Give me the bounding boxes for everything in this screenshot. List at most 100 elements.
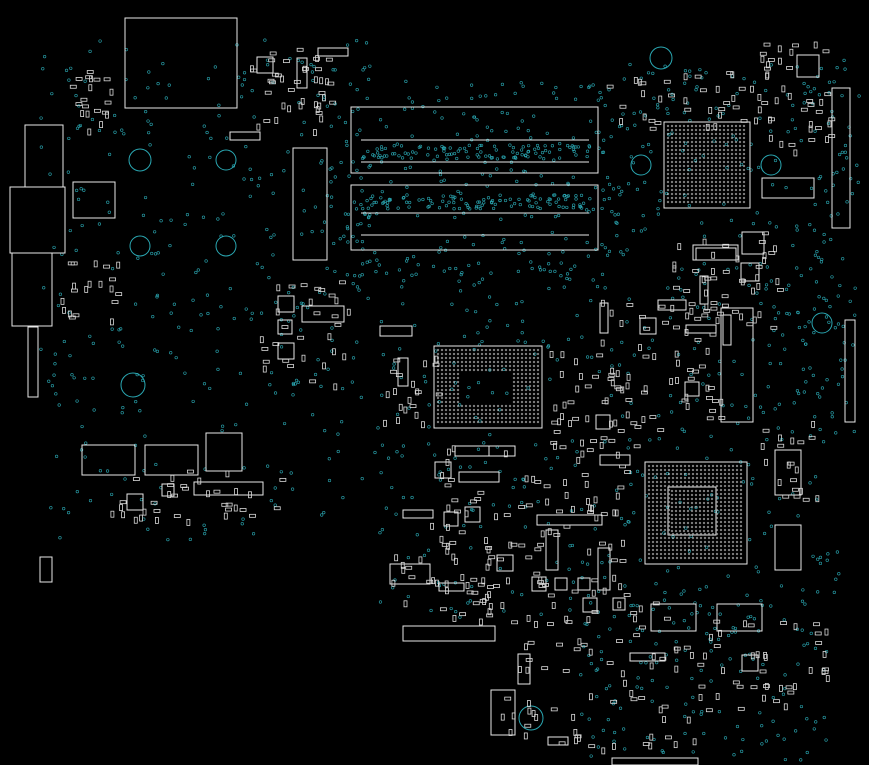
via (732, 359, 736, 363)
bga-ball (512, 364, 516, 368)
via (58, 292, 62, 296)
bga-ball (508, 360, 512, 364)
via (625, 320, 629, 324)
via (457, 206, 462, 211)
bga-ball (500, 420, 504, 424)
bga-ball (726, 124, 730, 128)
via (400, 454, 404, 458)
pad (790, 478, 797, 483)
pad (750, 652, 755, 660)
via (625, 248, 629, 252)
bga-ball (710, 168, 714, 172)
via (355, 133, 359, 137)
bga-ball (710, 529, 714, 533)
pad (444, 483, 452, 488)
bga-ball (460, 360, 464, 364)
bga-ball (690, 184, 694, 188)
via (327, 457, 331, 461)
bga-ball (694, 184, 698, 188)
via (761, 662, 765, 667)
via (650, 678, 654, 683)
bga-ball (691, 536, 695, 540)
bga-ball (655, 468, 659, 472)
part-c (761, 177, 815, 199)
pad (332, 348, 336, 356)
bga-ball (667, 464, 671, 468)
pad (537, 542, 545, 547)
connector-bottom (490, 689, 516, 736)
via (487, 295, 492, 299)
via (597, 635, 601, 639)
via (589, 601, 593, 605)
via (809, 90, 813, 94)
via (156, 251, 160, 255)
bga-ball (670, 497, 674, 501)
bga-ball (702, 128, 706, 132)
pad (395, 373, 403, 378)
via (97, 222, 102, 226)
bga-ball (663, 512, 667, 516)
bga-ball (528, 372, 532, 376)
via (221, 424, 225, 428)
bga-ball (734, 172, 738, 176)
via (558, 142, 562, 146)
via (598, 90, 602, 95)
bga-ball (452, 388, 456, 392)
bga-ball (472, 368, 476, 372)
bga-ball (448, 408, 452, 412)
bga-ball (706, 200, 710, 204)
via (429, 608, 433, 613)
bga-ball (726, 164, 730, 168)
bga-ball (532, 404, 536, 408)
via (570, 543, 575, 548)
via (635, 604, 639, 608)
pad (762, 252, 767, 260)
bga-ball (678, 168, 682, 172)
pad (239, 508, 247, 512)
bga-ball (718, 164, 722, 168)
bga-ball (727, 488, 731, 492)
bga-ball (691, 532, 695, 536)
via (765, 438, 769, 442)
bga-ball (655, 556, 659, 560)
bga-ball (686, 505, 690, 509)
bga-ball (444, 404, 448, 408)
bga-ball (444, 360, 448, 364)
bga-ball (679, 476, 683, 480)
bga-ball (448, 400, 452, 404)
pad (325, 78, 329, 86)
via (735, 724, 740, 729)
mounting-hole (120, 372, 146, 398)
bga-ball (678, 184, 682, 188)
pad (757, 311, 762, 319)
via (295, 305, 299, 310)
via (527, 144, 531, 148)
via (299, 301, 304, 305)
bga-ball (667, 484, 671, 488)
bga-ball (440, 400, 444, 404)
bga-ball (651, 536, 655, 540)
bga-ball (702, 196, 706, 200)
bga-ball (707, 556, 711, 560)
via (549, 466, 553, 470)
pad (435, 392, 443, 397)
bga-ball (702, 184, 706, 188)
bga-ball (452, 396, 456, 400)
pad (763, 66, 771, 71)
bga-ball (476, 360, 480, 364)
mounting-hole (129, 235, 151, 257)
via (817, 93, 821, 97)
bga-ball (667, 532, 671, 536)
pad (446, 504, 451, 512)
pad (626, 303, 634, 307)
bga-ball (719, 508, 723, 512)
bga-ball (647, 472, 651, 476)
via (273, 391, 278, 395)
via (502, 609, 506, 613)
via (82, 188, 86, 192)
bga-ball (714, 156, 718, 160)
bga-ball (679, 464, 683, 468)
bga-ball (710, 501, 714, 505)
